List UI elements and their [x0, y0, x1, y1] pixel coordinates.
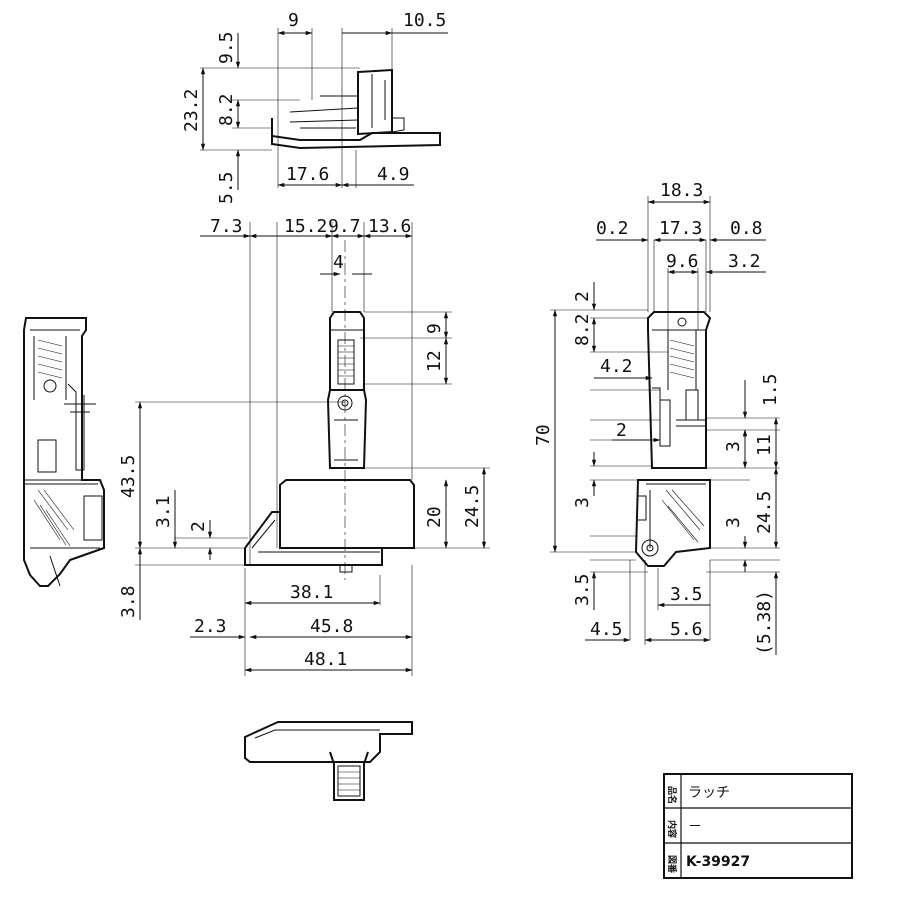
dim-side-18-3: 18.3 [660, 180, 703, 201]
title-block-value-drawing-number: K-39927 [686, 854, 750, 870]
dim-side-3a: 3 [572, 497, 593, 508]
dim-side-2a: 2 [572, 291, 593, 302]
dim-side-4-2: 4.2 [600, 356, 633, 377]
title-block-header-name: 品名 [666, 786, 678, 804]
dim-side-1-5: 1.5 [760, 373, 781, 406]
dim-top-4-9: 4.9 [377, 164, 410, 185]
title-block-row-name: 品名 ラッチ [666, 785, 730, 804]
dim-side-3-5a: 3.5 [572, 573, 593, 606]
dim-side-70: 70 [533, 424, 554, 446]
dim-front-3-8: 3.8 [118, 585, 139, 618]
dim-top-17-6: 17.6 [286, 164, 329, 185]
dim-top-9: 9 [288, 10, 299, 31]
dim-front-4: 4 [333, 252, 344, 273]
dim-side-9-6: 9.6 [666, 251, 699, 272]
dim-front-13-6: 13.6 [368, 216, 411, 237]
dim-top-5-5: 5.5 [216, 171, 237, 204]
dim-side-3c: 3 [723, 517, 744, 528]
dim-front-15-2: 15.2 [284, 216, 327, 237]
dim-front-43-5: 43.5 [118, 455, 139, 498]
right-side-view: 18.3 0.2 17.3 0.8 9.6 3.2 2 8.2 4.2 70 2… [533, 180, 781, 655]
dim-front-12: 12 [424, 350, 445, 372]
top-view: 9 10.5 9.5 23.2 8.2 5.5 17.6 4.9 [181, 10, 448, 204]
dim-front-24-5: 24.5 [462, 485, 483, 528]
dim-side-3-2: 3.2 [728, 251, 761, 272]
dim-front-7-3: 7.3 [210, 216, 243, 237]
left-section-view [23, 317, 105, 587]
title-block-header-content: 内容 [666, 820, 678, 838]
bottom-view [244, 721, 413, 801]
front-view: 7.3 15.2 9.7 13.6 4 9 12 20 24.5 43.5 3.… [118, 216, 490, 676]
dim-side-11: 11 [754, 434, 775, 456]
dim-side-8-2: 8.2 [572, 313, 593, 346]
dim-side-3-5b: 3.5 [670, 584, 703, 605]
dim-top-8-2: 8.2 [216, 93, 237, 126]
dim-front-9: 9 [424, 323, 445, 334]
dim-side-17-3: 17.3 [659, 218, 702, 239]
dim-side-2b: 2 [616, 420, 627, 441]
dim-front-3-1: 3.1 [153, 495, 174, 528]
dim-side-5-38: (5.38) [754, 590, 775, 655]
dim-side-0-8: 0.8 [730, 218, 763, 239]
dim-front-20: 20 [424, 506, 445, 528]
title-block: 品名 ラッチ 内容 － 図番 K-39927 [663, 773, 853, 879]
dim-side-4-5: 4.5 [590, 619, 623, 640]
dim-front-45-8: 45.8 [310, 616, 353, 637]
dim-side-24-5: 24.5 [754, 491, 775, 534]
title-block-value-name: ラッチ [688, 785, 730, 801]
dim-front-2-3: 2.3 [194, 616, 227, 637]
dim-top-23-2: 23.2 [181, 89, 202, 132]
dim-front-48-1: 48.1 [304, 649, 347, 670]
dim-side-0-2: 0.2 [596, 218, 629, 239]
title-block-row-drawing-number: 図番 K-39927 [666, 854, 750, 874]
dim-top-10-5: 10.5 [403, 10, 446, 31]
dim-side-5-6: 5.6 [670, 619, 703, 640]
title-block-row-content: 内容 － [666, 819, 702, 838]
dim-front-9-7: 9.7 [328, 216, 361, 237]
dim-front-2: 2 [188, 521, 209, 532]
dim-side-3b: 3 [723, 441, 744, 452]
dim-top-9-5: 9.5 [216, 31, 237, 64]
title-block-value-content: － [688, 819, 702, 835]
title-block-header-drawing-number: 図番 [666, 855, 678, 874]
dim-front-38-1: 38.1 [290, 582, 333, 603]
